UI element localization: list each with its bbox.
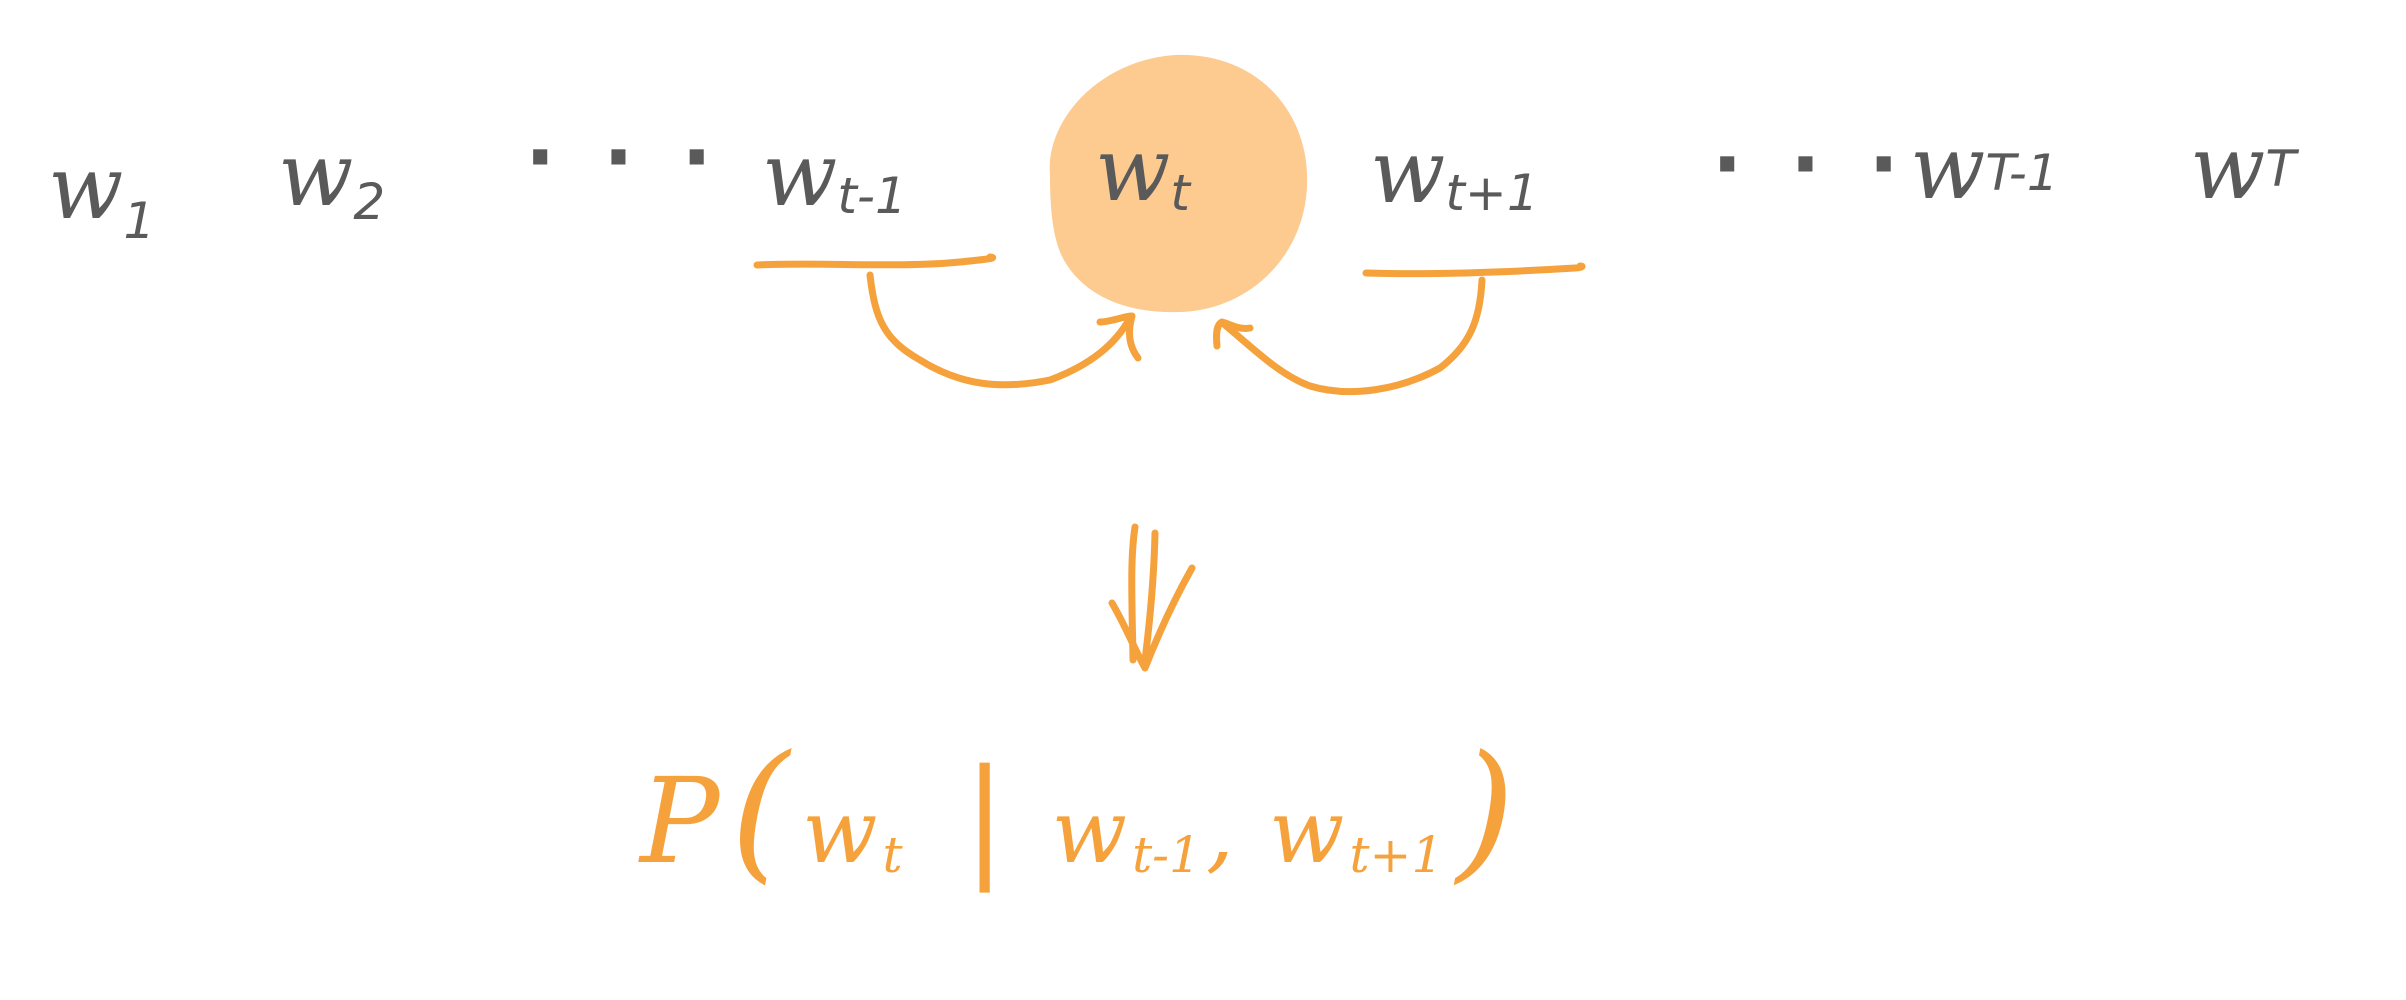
target-sub: t [883, 826, 904, 884]
given-bar: | [963, 741, 1007, 893]
context-word-2: w [1269, 780, 1344, 883]
word-w-t-minus-1: wt-1 [762, 123, 907, 226]
conditional-probability: P ( w t | w t-1 , w t+1 ) [638, 724, 1515, 898]
context-sub-1: t-1 [1132, 826, 1201, 884]
word-w2: w2 [278, 123, 385, 231]
arrow-left-head-icon [1096, 312, 1142, 362]
word-w-t-plus-1: wt+1 [1370, 120, 1539, 223]
implies-arrow-icon [1108, 523, 1196, 672]
comma: , [1206, 780, 1234, 883]
open-paren: ( [731, 724, 793, 898]
word-w-t: wt [1095, 118, 1192, 222]
ellipsis-left: · · · [525, 111, 722, 204]
arrow-right-head-icon [1213, 318, 1254, 350]
close-paren: ) [1453, 724, 1515, 898]
word-w1: w1 [48, 136, 155, 250]
context-sub-2: t+1 [1349, 826, 1443, 884]
context-underlines [753, 253, 1586, 278]
arrow-right-curve [1221, 276, 1486, 396]
context-word-1: w [1052, 780, 1127, 883]
sequence-row: w1 w2 · · · wt-1 wt wt+1 · · · wT-1 wT [48, 111, 2299, 250]
prob-symbol: P [638, 752, 722, 890]
underline-w-t-plus-1 [1362, 262, 1586, 278]
word-w-T-minus-1: wT-1 [1910, 116, 2059, 219]
word-w-T: wT [2190, 116, 2299, 219]
context-arrows [866, 271, 1486, 396]
target-word: w [802, 780, 877, 883]
arrow-left-curve [866, 271, 1134, 389]
target-highlight [1049, 54, 1308, 313]
ellipsis-right: · · · [1712, 118, 1909, 211]
underline-w-t-minus-1 [753, 253, 996, 269]
